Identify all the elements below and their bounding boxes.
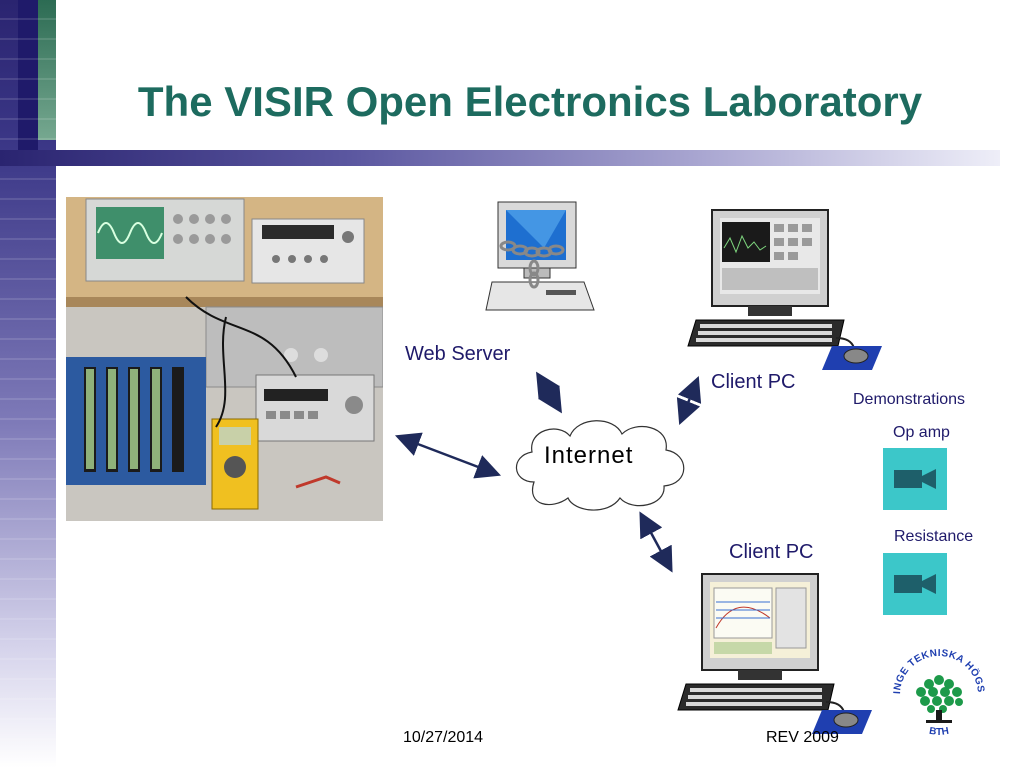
logo-text-bottom: BTH xyxy=(928,726,949,738)
client-pc-1-label: Client PC xyxy=(711,371,796,393)
demo-resistance-label: Resistance xyxy=(894,528,974,545)
left-decor-green-stripe xyxy=(38,0,56,140)
slide-title: The VISIR Open Electronics Laboratory xyxy=(137,78,923,125)
demo-resistance-video-button[interactable] xyxy=(883,553,947,615)
demonstrations-heading: Demonstrations xyxy=(853,391,966,408)
lab-equipment-photo xyxy=(66,197,383,521)
demo-op-amp-video-button[interactable] xyxy=(883,448,947,510)
video-camera-icon xyxy=(894,469,936,489)
video-camera-icon xyxy=(894,574,936,594)
web-server-computer-icon xyxy=(485,201,595,311)
internet-label: Internet xyxy=(544,442,634,469)
bth-university-logo: BLEKINGE TEKNISKA HÖGSKOLA BTH xyxy=(886,642,990,746)
web-server-label: Web Server xyxy=(405,343,511,365)
client-pc-1-computer-icon xyxy=(687,209,882,370)
arrow-client2-internet xyxy=(639,511,673,573)
svg-text:BTH: BTH xyxy=(928,726,949,738)
footer-date: 10/27/2014 xyxy=(403,729,484,746)
client-pc-2-label: Client PC xyxy=(729,541,814,563)
client-pc-2-computer-icon xyxy=(677,573,872,734)
internet-cloud-icon xyxy=(515,420,685,511)
footer-revision: REV 2009 xyxy=(766,729,839,746)
left-decor-dark-stripe xyxy=(18,0,38,160)
left-decor-texture xyxy=(0,0,56,768)
demo-op-amp-label: Op amp xyxy=(893,424,950,441)
arrow-lab-internet xyxy=(394,432,502,479)
title-underline-band xyxy=(0,150,1000,166)
arrow-webserver-internet xyxy=(536,371,562,414)
